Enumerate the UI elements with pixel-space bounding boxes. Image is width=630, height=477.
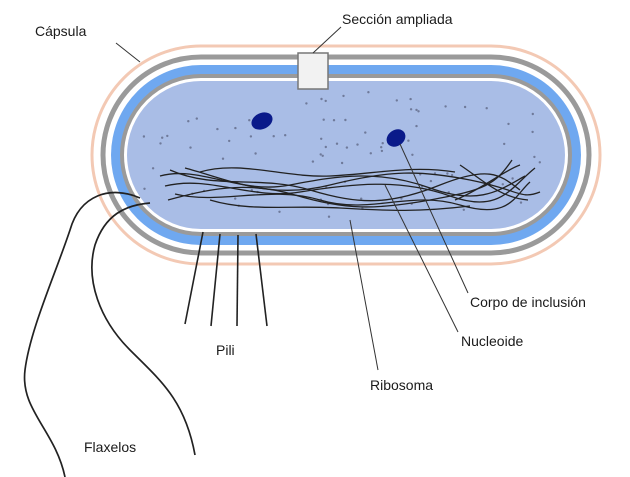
ribosome-dot — [464, 106, 466, 108]
ribosome-dot — [382, 142, 384, 144]
ribosome-dot — [143, 135, 145, 137]
ribosome-dot — [143, 188, 145, 190]
ribosome-dot — [159, 142, 161, 144]
ribosome-dot — [503, 143, 505, 145]
ribosome-dot — [486, 107, 488, 109]
ribosome-dot — [161, 137, 163, 139]
ribosome-dot — [415, 125, 417, 127]
label-corpo-inclusion: Corpo de inclusión — [470, 294, 586, 310]
ribosome-dot — [409, 98, 411, 100]
ribosome-dot — [367, 91, 369, 93]
ribosome-dot — [430, 180, 432, 182]
ribosome-dot — [336, 143, 338, 145]
cytoplasm — [127, 81, 565, 229]
label-pili: Pili — [216, 342, 235, 358]
label-capsula: Cápsula — [35, 23, 87, 39]
ribosome-dot — [273, 135, 275, 137]
ribosome-dot — [234, 197, 236, 199]
label-seccion-ampliada: Sección ampliada — [342, 11, 453, 27]
ribosome-dot — [381, 150, 383, 152]
ribosome-dot — [502, 183, 504, 185]
ribosome-dot — [189, 146, 191, 148]
ribosome-dot — [312, 160, 314, 162]
ribosome-dot — [344, 119, 346, 121]
ribosome-dot — [539, 161, 541, 163]
ribosome-dot — [396, 99, 398, 101]
ribosome-dot — [364, 131, 366, 133]
ribosome-dot — [196, 117, 198, 119]
ribosome-dot — [152, 167, 154, 169]
ribosome-dot — [248, 119, 250, 121]
ribosome-dot — [444, 105, 446, 107]
ribosome-dot — [278, 211, 280, 213]
ribosome-dot — [323, 119, 325, 121]
ribosome-dot — [533, 156, 535, 158]
ribosome-dot — [333, 119, 335, 121]
ribosome-dot — [531, 131, 533, 133]
ribosome-dot — [520, 201, 522, 203]
ribosome-dot — [380, 146, 382, 148]
ribosome-dot — [325, 146, 327, 148]
ribosome-dot — [228, 140, 230, 142]
ribosome-dot — [320, 98, 322, 100]
ribosome-dot — [320, 153, 322, 155]
ribosome-dot — [254, 152, 256, 154]
ribosome-dot — [166, 135, 168, 137]
ribosome-dot — [463, 209, 465, 211]
ribosome-dot — [446, 172, 448, 174]
ribosome-dot — [325, 100, 327, 102]
ribosome-dot — [507, 123, 509, 125]
label-ribosoma: Ribosoma — [370, 377, 433, 393]
ribosome-dot — [222, 158, 224, 160]
ribosome-dot — [417, 110, 419, 112]
ribosome-dot — [322, 155, 324, 157]
ribosome-dot — [360, 198, 362, 200]
ribosome-dot — [370, 152, 372, 154]
ribosome-dot — [187, 120, 189, 122]
label-flaxelos: Flaxelos — [84, 439, 136, 455]
enlarged-section-box — [298, 53, 328, 89]
ribosome-dot — [415, 109, 417, 111]
ribosome-dot — [305, 102, 307, 104]
ribosome-dot — [250, 135, 252, 137]
ribosome-dot — [341, 162, 343, 164]
label-nucleoide: Nucleoide — [461, 333, 523, 349]
ribosome-dot — [532, 113, 534, 115]
ribosome-dot — [511, 177, 513, 179]
ribosome-dot — [234, 127, 236, 129]
ribosome-dot — [216, 128, 218, 130]
ribosome-dot — [284, 134, 286, 136]
ribosome-dot — [328, 216, 330, 218]
ribosome-dot — [410, 108, 412, 110]
ribosome-dot — [320, 138, 322, 140]
ribosome-dot — [342, 95, 344, 97]
ribosome-dot — [407, 140, 409, 142]
ribosome-dot — [356, 143, 358, 145]
ribosome-dot — [411, 154, 413, 156]
ribosome-dot — [346, 146, 348, 148]
